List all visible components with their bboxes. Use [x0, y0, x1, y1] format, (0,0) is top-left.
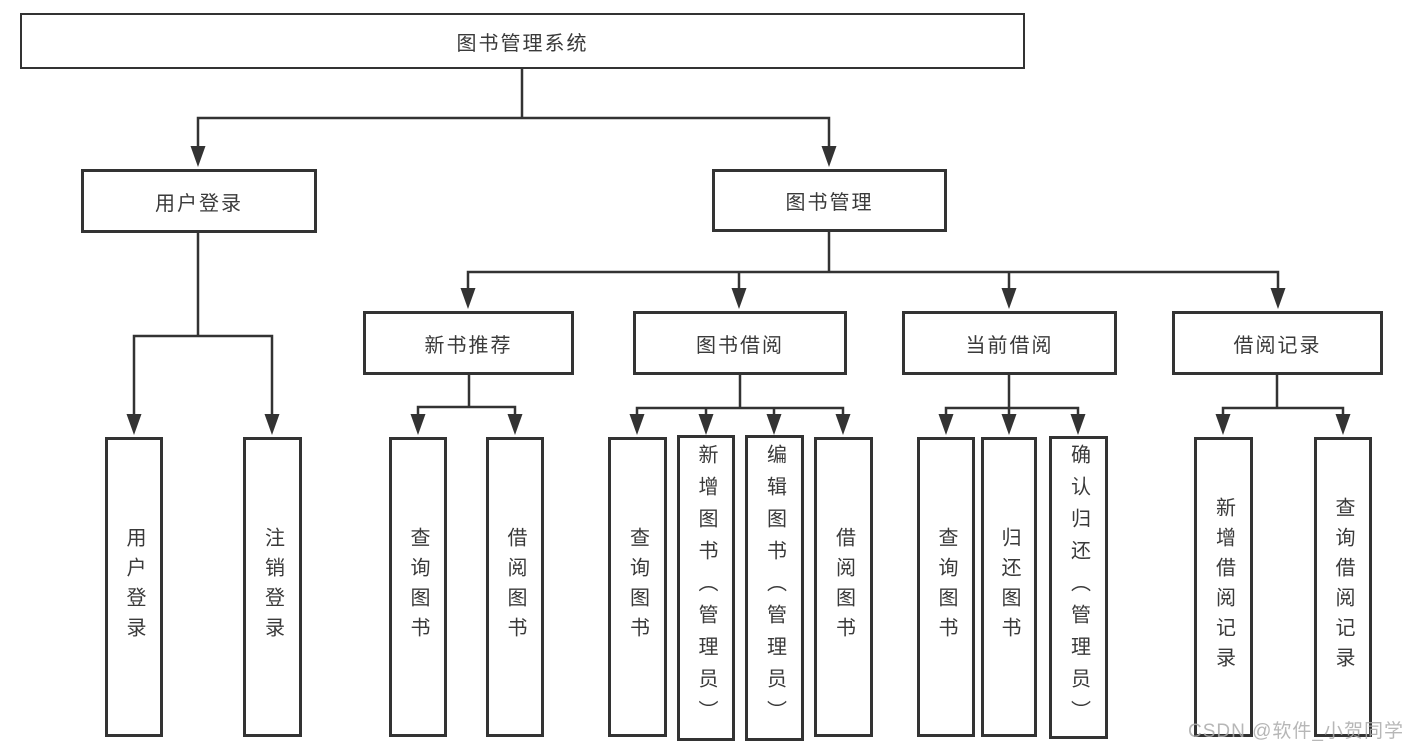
leaf-user-login: 用户登录: [105, 437, 163, 737]
leaf-label: 确认归还（管理员）: [1067, 443, 1090, 732]
leaf-query-borrow-record: 查询借阅记录: [1314, 437, 1372, 737]
node-current-borrowing: 当前借阅: [902, 311, 1117, 375]
leaf-label: 新增借阅记录: [1212, 497, 1235, 677]
leaf-label: 用户登录: [123, 527, 145, 647]
leaf-label: 查询图书: [935, 527, 957, 647]
leaf-label: 借阅图书: [504, 527, 526, 647]
connector-segments: [132, 67, 1345, 419]
arrowheads: [126, 146, 1351, 435]
leaf-label: 查询借阅记录: [1332, 497, 1354, 677]
leaf-label: 新增图书（管理员）: [695, 444, 717, 732]
leaf-query-books-1: 查询图书: [389, 437, 447, 737]
leaf-add-book-admin: 新增图书（管理员）: [677, 435, 735, 741]
node-label: 新书推荐: [424, 334, 513, 357]
leaf-logout: 注销登录: [243, 437, 302, 737]
leaf-query-books-2: 查询图书: [608, 437, 667, 737]
node-label: 用户登录: [155, 192, 243, 215]
leaf-label: 归还图书: [998, 527, 1020, 647]
leaf-query-books-3: 查询图书: [917, 437, 975, 737]
node-label: 图书管理: [785, 192, 874, 214]
leaf-label: 查询图书: [407, 527, 429, 647]
node-label: 借阅记录: [1233, 334, 1322, 357]
node-label: 当前借阅: [965, 334, 1054, 357]
node-new-book-recommend: 新书推荐: [363, 311, 574, 375]
leaf-label: 注销登录: [261, 527, 284, 647]
leaf-edit-book-admin: 编辑图书（管理员）: [745, 435, 804, 741]
node-label: 图书借阅: [696, 334, 784, 357]
leaf-label: 查询图书: [626, 527, 649, 647]
leaf-confirm-return-admin: 确认归还（管理员）: [1049, 436, 1108, 739]
node-book-borrowing: 图书借阅: [633, 311, 847, 375]
leaf-borrow-books-2: 借阅图书: [814, 437, 873, 737]
leaf-return-books: 归还图书: [981, 437, 1037, 737]
leaf-add-borrow-record: 新增借阅记录: [1194, 437, 1253, 737]
leaf-label: 编辑图书（管理员）: [763, 444, 786, 732]
leaf-borrow-books-1: 借阅图书: [486, 437, 544, 737]
leaf-label: 借阅图书: [832, 527, 855, 647]
node-user-login: 用户登录: [81, 169, 317, 233]
node-label: 图书管理系统: [456, 32, 589, 55]
node-book-management: 图书管理: [712, 169, 947, 232]
node-borrowing-records: 借阅记录: [1172, 311, 1383, 375]
node-library-management-system: 图书管理系统: [20, 13, 1025, 69]
csdn-watermark: CSDN @软件_小贺同学: [1188, 721, 1404, 742]
